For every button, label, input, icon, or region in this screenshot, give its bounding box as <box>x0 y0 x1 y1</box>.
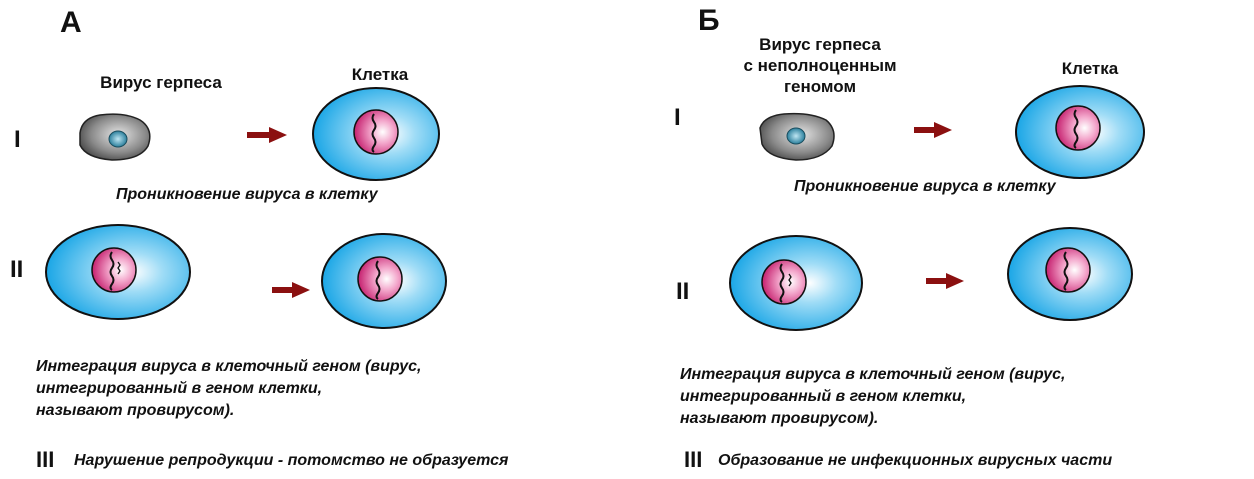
cell-icon-a1 <box>312 87 440 181</box>
panel-b-virus-label-line1: Вирус герпеса <box>759 35 881 54</box>
panel-a-step2-line3: называют провирусом). <box>36 402 235 419</box>
panel-a-letter: А <box>60 6 82 39</box>
panel-b-step3-numeral: III <box>684 447 703 472</box>
panel-a-step2-line2: интегрированный в геном клетки, <box>36 380 323 397</box>
panel-a-cell-label: Клетка <box>351 65 409 84</box>
panel-a-step1-numeral: I <box>14 126 21 153</box>
panel-b-virus-label-line2: с неполноценным <box>743 56 897 75</box>
virus-icon-b1 <box>759 112 835 161</box>
panel-b-step2-line1: Интеграция вируса в клеточный геном (вир… <box>680 366 1066 383</box>
cell-icon-a2-left <box>45 224 191 320</box>
panel-a-step2-line1: Интеграция вируса в клеточный геном (вир… <box>36 358 422 375</box>
panel-b-step1-numeral: I <box>674 104 681 131</box>
panel-b-step1-caption: Проникновение вируса в клетку <box>794 178 1056 195</box>
panel-b-step3-caption: Образование не инфекционных вирусных час… <box>718 452 1113 469</box>
arrow-icon-b2 <box>926 273 964 289</box>
panel-a-step3-caption: Нарушение репродукции - потомство не обр… <box>74 452 509 469</box>
panel-b-cell-label: Клетка <box>1061 59 1119 78</box>
cell-icon-b2-left <box>729 235 863 331</box>
arrow-icon-a2 <box>272 282 310 298</box>
panel-b-step2-numeral: II <box>676 278 690 305</box>
panel-b-letter: Б <box>698 4 720 37</box>
arrow-icon-a1 <box>247 127 287 143</box>
arrow-icon-b1 <box>914 122 952 138</box>
cell-icon-b1 <box>1015 85 1145 179</box>
panel-b-virus-label: Вирус герпеса с неполноценным геномом <box>730 34 910 97</box>
panel-a-step1-caption: Проникновение вируса в клетку <box>116 186 378 203</box>
panel-a-step2-caption: Интеграция вируса в клеточный геном (вир… <box>36 356 421 422</box>
panel-b-step2-caption: Интеграция вируса в клеточный геном (вир… <box>680 364 1065 430</box>
panel-b-virus-label-line3: геномом <box>783 77 857 96</box>
panel-a-virus-label: Вирус герпеса <box>100 73 222 92</box>
cell-icon-b2-right <box>1007 227 1133 321</box>
panel-b-step2-line3: называют провирусом). <box>680 410 879 427</box>
panel-a-step3-numeral: III <box>36 447 55 472</box>
panel-b-step2-line2: интегрированный в геном клетки, <box>680 388 967 405</box>
panel-a-step2-numeral: II <box>10 256 24 283</box>
virus-icon-a1 <box>79 113 151 161</box>
cell-icon-a2-right <box>321 233 447 329</box>
